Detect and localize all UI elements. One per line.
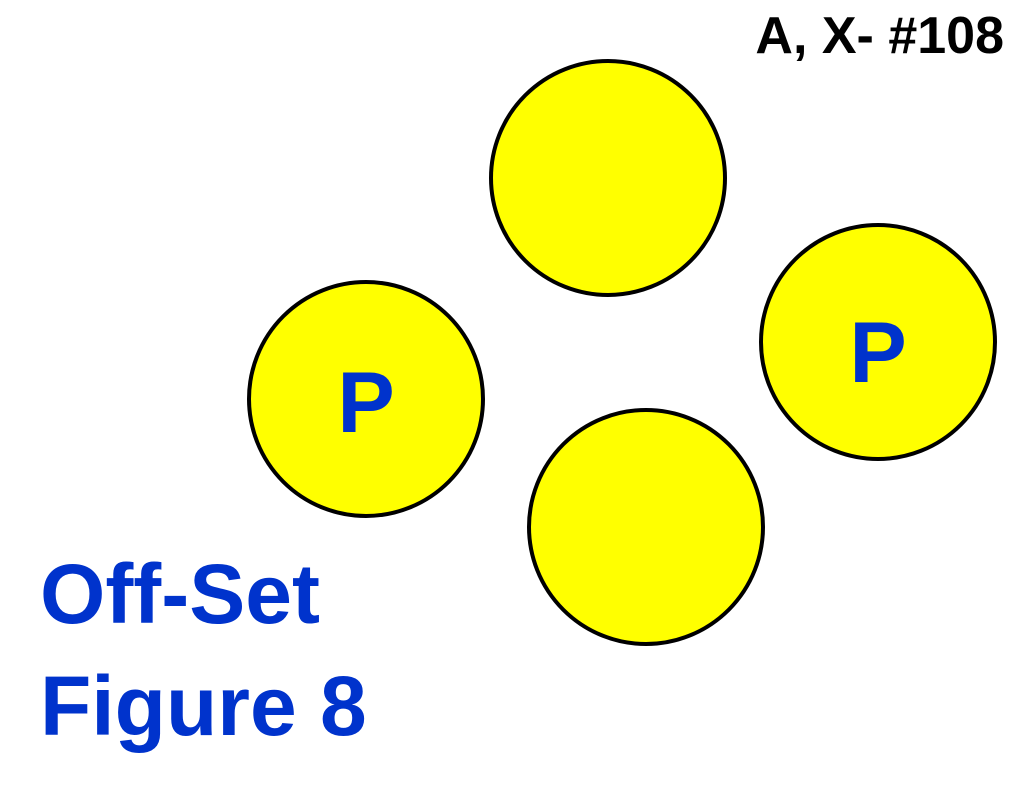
title-line-1: Off-Set [40,547,320,641]
circle-left-disc [247,280,485,518]
circle-bottom [527,408,765,646]
code-label: A, X- #108 [755,7,1004,65]
circle-left-label: P [337,355,394,451]
circle-bottom-disc [527,408,765,646]
circle-left: P [247,280,485,518]
circle-right-disc [759,223,997,461]
circle-right-label: P [849,305,906,401]
circle-top [489,59,727,297]
title-line-2: Figure 8 [40,659,367,753]
circle-top-disc [489,59,727,297]
circle-right: P [759,223,997,461]
